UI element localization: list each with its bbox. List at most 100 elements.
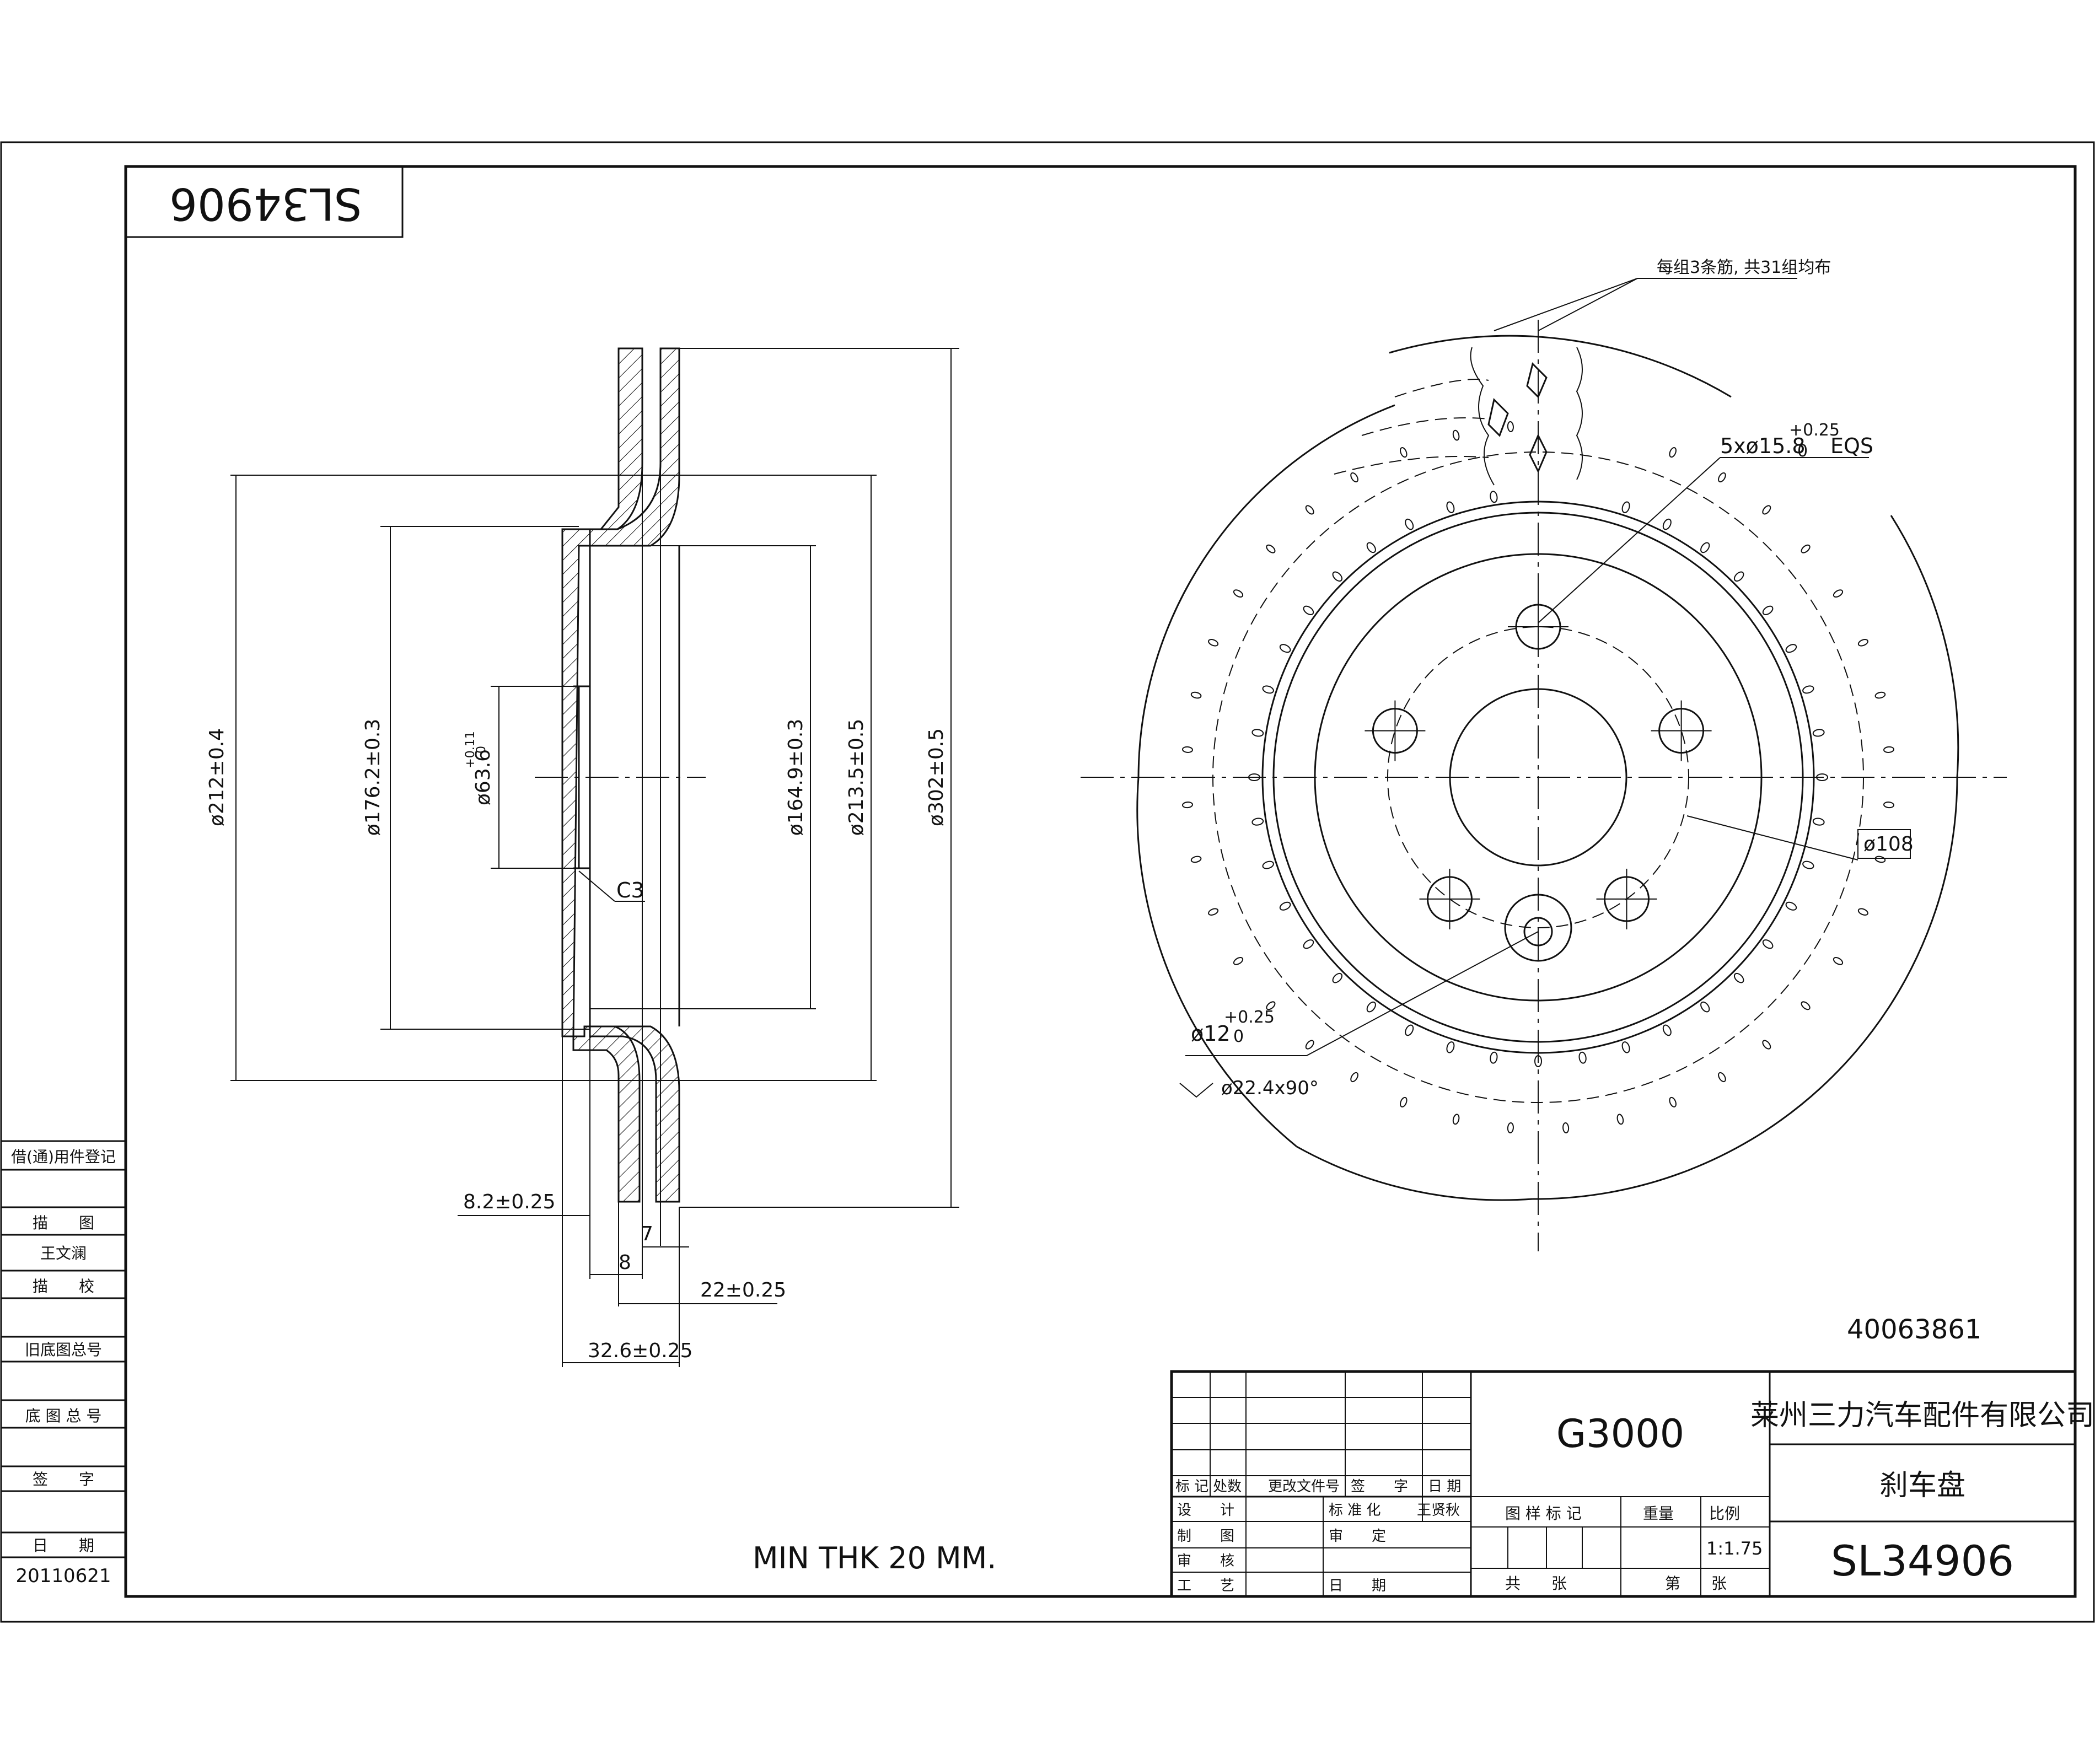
vent-mark-outer <box>1801 544 1811 553</box>
vent-mark-outer <box>1616 1114 1624 1125</box>
vent-mark-outer <box>1762 1040 1771 1050</box>
vent-mark-outer <box>1883 802 1894 809</box>
left-strip-date: 日 期 <box>33 1536 94 1555</box>
center-bore <box>1449 688 1627 867</box>
rib-note: 每组3条筋, 共31组均布 <box>1657 258 1831 277</box>
vent-mark <box>1366 1001 1376 1013</box>
dim-d63: ø63.6 <box>472 749 495 805</box>
mirrored-part-number-box: SL34906 <box>126 166 404 238</box>
vent-mark-outer <box>1874 856 1886 863</box>
rev-header-date: 日 期 <box>1428 1478 1461 1495</box>
dim-d63-tol-low: 0 <box>475 746 488 754</box>
vent-mark-outer <box>1400 1096 1408 1107</box>
rev-header-sign: 签 字 <box>1351 1478 1408 1495</box>
vent-mark <box>1405 1024 1414 1036</box>
vent-mark <box>1621 501 1630 513</box>
vent-mark <box>1279 901 1291 911</box>
left-strip-check: 描 校 <box>33 1277 94 1295</box>
tb-scale-label: 比例 <box>1709 1504 1740 1523</box>
vent-mark-outer <box>1507 1122 1514 1133</box>
tb-total-sheets: 共 张 <box>1505 1574 1567 1593</box>
tb-weight: 重量 <box>1643 1504 1674 1523</box>
vent-mark-outer <box>1182 802 1193 809</box>
bolt-tol: +0.25 <box>1789 421 1840 440</box>
vent-mark-outer <box>1452 429 1460 441</box>
vent-mark <box>1279 644 1291 653</box>
hat-outer-circle <box>1261 501 1815 1054</box>
chamfer-c3: C3 <box>616 878 644 902</box>
vent-mark-outer <box>1400 447 1408 458</box>
vent-mark-outer <box>1208 908 1219 916</box>
rev-header-doc: 更改文件号 <box>1268 1478 1340 1495</box>
vent-mark <box>1303 939 1314 949</box>
vent-circle <box>1212 451 1864 1103</box>
vent-mark-outer <box>1266 544 1276 553</box>
min-thk-note: MIN THK 20 MM. <box>753 1541 996 1575</box>
vent-mark <box>1405 518 1414 530</box>
vent-mark <box>1733 972 1744 983</box>
countersink-circle <box>1504 894 1572 962</box>
title-block: 标 记 处数 更改文件号 签 字 日 期 设 计 制 图 审 核 工 艺 标 准… <box>1170 1370 2094 1598</box>
bolt-tol-low: 0 <box>1797 442 1808 461</box>
vent-mark-outer <box>1857 908 1868 916</box>
vent-mark-outer <box>1233 957 1244 965</box>
vent-mark-outer <box>1801 1001 1811 1010</box>
section-hatch-bottom-right <box>589 1025 680 1203</box>
vent-mark <box>1785 901 1797 911</box>
vent-mark <box>1733 571 1744 582</box>
tb-pattern-mark: 图 样 标 记 <box>1505 1504 1582 1523</box>
left-strip-drawer: 王文澜 <box>40 1244 87 1262</box>
vent-mark <box>1534 1055 1542 1067</box>
dim-8-2: 8.2±0.25 <box>463 1191 556 1213</box>
outer-frame <box>0 141 2095 1623</box>
vent-mark <box>1251 818 1264 826</box>
vent-mark-outer <box>1266 1001 1276 1010</box>
dim-d164: ø164.9±0.3 <box>785 719 807 836</box>
vent-mark <box>1762 939 1774 949</box>
left-strip-base-no: 底 图 总 号 <box>25 1407 102 1425</box>
vent-mark <box>1490 491 1498 503</box>
vent-mark-outer <box>1233 589 1244 598</box>
vent-mark <box>1662 518 1672 530</box>
vent-mark-outer <box>1305 505 1314 515</box>
dim-d176: ø176.2±0.3 <box>362 719 384 836</box>
vent-mark <box>1490 1051 1498 1064</box>
company-name: 莱州三力汽车配件有限公司 <box>1750 1399 2094 1432</box>
vent-mark-outer <box>1452 1114 1460 1125</box>
vent-mark <box>1700 1001 1710 1013</box>
pcd-label: ø108 <box>1863 833 1914 856</box>
vent-mark <box>1812 818 1825 826</box>
vent-mark-outer <box>1669 447 1677 458</box>
inner-frame <box>124 165 2077 1598</box>
vent-mark-outer <box>1718 472 1726 483</box>
dim-d213: ø213.5±0.5 <box>845 719 868 836</box>
vent-mark-outer <box>1190 691 1202 699</box>
dim-8: 8 <box>619 1251 631 1274</box>
vent-mark <box>1446 1041 1455 1053</box>
vent-mark-outer <box>1305 1040 1314 1050</box>
dim-d212: ø212±0.4 <box>206 728 228 826</box>
front-view: 每组3条筋, 共31组均布 5xø15.8 +0.25 0 EQS ø108 ø… <box>1081 258 2007 1251</box>
vent-mark-outer <box>1562 1122 1570 1133</box>
vent-mark-outer <box>1857 639 1868 647</box>
vent-marks <box>1182 421 1894 1133</box>
mirrored-part-number: SL34906 <box>169 178 362 229</box>
dim-d302: ø302±0.5 <box>925 728 948 826</box>
rev-header-mark: 标 记 <box>1175 1478 1208 1495</box>
vent-mark <box>1446 501 1455 513</box>
small-hole-tol-low: 0 <box>1233 1027 1244 1046</box>
vent-mark-outer <box>1718 1072 1726 1083</box>
left-strip-old-no: 旧底图总号 <box>25 1341 102 1359</box>
vent-mark-outer <box>1208 639 1219 647</box>
pcd-circle <box>1387 626 1689 928</box>
small-hole-tol: +0.25 <box>1224 1008 1275 1027</box>
title-part-number: SL34906 <box>1831 1536 2014 1585</box>
vent-mark-outer <box>1762 505 1771 515</box>
tb-date: 日 期 <box>1329 1578 1386 1594</box>
vent-mark-outer <box>1350 472 1358 483</box>
vent-mark <box>1816 773 1828 781</box>
material: G3000 <box>1556 1411 1684 1456</box>
drawing-number: 40063861 <box>1847 1314 1981 1345</box>
vent-mark <box>1700 542 1710 553</box>
